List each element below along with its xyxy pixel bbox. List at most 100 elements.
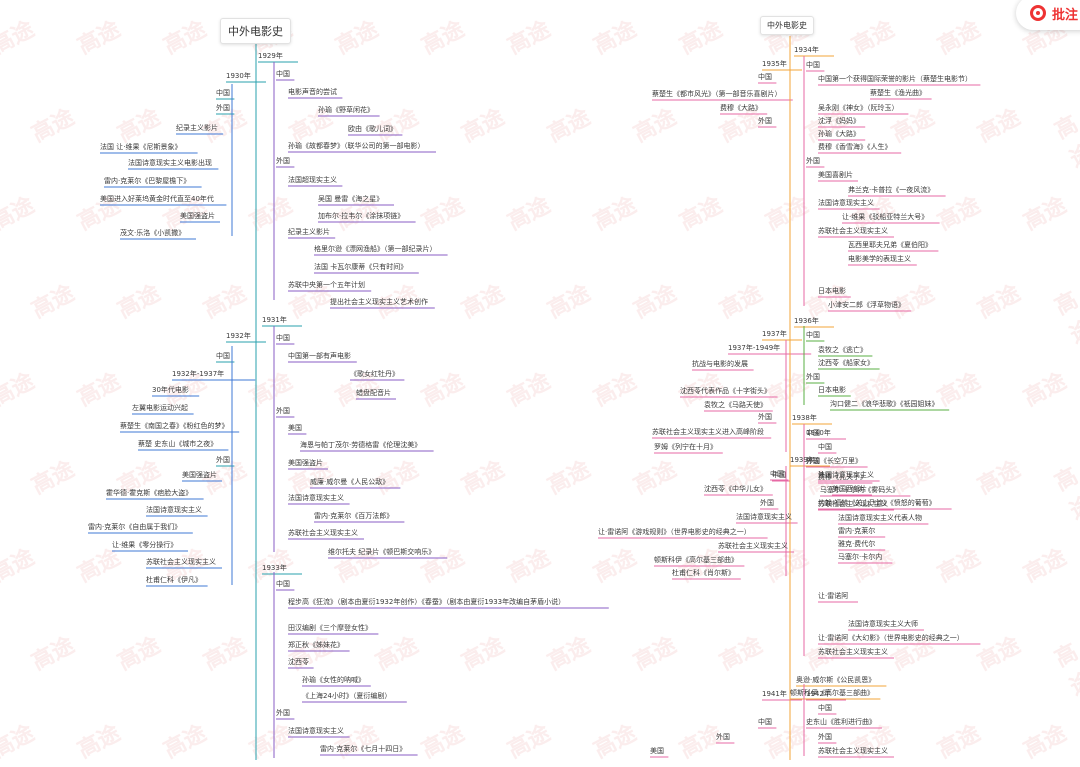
left-node[interactable]: 孙瑜《野草闲花》 (318, 106, 374, 114)
right-node[interactable]: 让·雷诺阿 (818, 592, 849, 600)
right-node[interactable]: 孙瑜《大路》 (818, 130, 860, 138)
right-node[interactable]: 瓦西里耶夫兄弟《夏伯阳》 (848, 241, 932, 249)
right-node[interactable]: 中国 (818, 443, 832, 451)
left-node[interactable]: 法国诗意现实主义 (146, 506, 202, 514)
right-node[interactable]: 中国第一个获得国际荣誉的影片（蔡楚生电影节） (818, 75, 972, 83)
right-node[interactable]: 中国 (758, 73, 772, 81)
left-node[interactable]: 法国诗意现实主义 (288, 727, 344, 735)
left-node[interactable]: 中国 (276, 70, 290, 78)
left-node[interactable]: 维尔托夫 纪录片《顿巴斯交响乐》 (328, 548, 436, 556)
right-node[interactable]: 让·维果《驳船亚特兰大号》 (842, 213, 929, 221)
right-node[interactable]: 外国 (758, 117, 772, 125)
left-node[interactable]: 美国强盗片 (182, 471, 217, 479)
right-node[interactable]: 让·雷诺阿《大幻影》（世界电影史的经典之一） (818, 634, 964, 642)
right-node[interactable]: 吴永刚《神女》（阮玲玉） (818, 104, 899, 112)
right-node[interactable]: 费穆《大路》 (720, 104, 762, 112)
left-node[interactable]: 中国 (276, 580, 290, 588)
right-node[interactable]: 美国喜剧片 (818, 171, 853, 179)
right-node[interactable]: 中国 (806, 331, 820, 339)
left-node[interactable]: 沈西苓 (288, 658, 309, 666)
right-node[interactable]: 1937年-1949年 (728, 344, 781, 352)
right-node[interactable]: 日本电影 (818, 287, 846, 295)
left-node[interactable]: 吴国 曼雷《海之星》 (318, 195, 384, 203)
right-node[interactable]: 电影美学的表现主义 (848, 255, 911, 263)
left-node[interactable]: 格里尔逊《漂网渔船》（第一部纪录片） (314, 245, 437, 253)
left-node[interactable]: 1930年 (226, 72, 251, 80)
right-node[interactable]: 奥逊·威尔斯《公民凯恩》 (796, 676, 876, 684)
right-node[interactable]: 马塞尔·卡尔内 (838, 553, 883, 561)
right-node[interactable]: 日本电影 (818, 386, 846, 394)
right-node[interactable]: 沈西苓代表作品《十字街头》 (680, 387, 771, 395)
right-node[interactable]: 外国 (818, 471, 832, 479)
left-node[interactable]: 雷内·克莱尔《七月十四日》 (320, 745, 407, 753)
right-node[interactable]: 小津安二郎《浮草物语》 (828, 301, 905, 309)
left-node[interactable]: 霍华德·霍克斯《疤脸大盗》 (106, 489, 193, 497)
left-node[interactable]: 让·维果《零分操行》 (112, 541, 178, 549)
left-node[interactable]: 提出社会主义现实主义艺术创作 (330, 298, 428, 306)
left-node[interactable]: 美国强盗片 (180, 212, 215, 220)
right-node[interactable]: 顿斯科伊《高尔基三部曲》 (654, 556, 738, 564)
right-node[interactable]: 外国 (818, 733, 832, 741)
left-node[interactable]: 中国 (216, 352, 230, 360)
right-node[interactable]: 1942年 (806, 690, 831, 698)
left-node[interactable]: 外国 (276, 709, 290, 717)
left-node[interactable]: 杜甫仁科《伊凡》 (146, 576, 202, 584)
left-node[interactable]: 法国 让·维果《尼斯景象》 (100, 143, 182, 151)
right-node[interactable]: 苏联社会主义现实主义 (818, 500, 888, 508)
left-node[interactable]: 中国第一部有声电影 (288, 352, 351, 360)
left-node[interactable]: 法国诗意现实主义电影出现 (128, 159, 212, 167)
left-node[interactable]: 雷内·克莱尔《巴黎屋檐下》 (104, 177, 191, 185)
left-node[interactable]: 威廉·威尔曼《人民公敌》 (310, 478, 390, 486)
right-node[interactable]: 外国 (760, 499, 774, 507)
left-node[interactable]: 法国 卡瓦尔康蒂《只有时间》 (314, 263, 408, 271)
right-node[interactable]: 蔡楚生《都市风光》（第一部音乐喜剧片） (652, 90, 782, 98)
right-node[interactable]: 中国 (806, 429, 820, 437)
right-node[interactable]: 中国 (806, 61, 820, 69)
left-node[interactable]: 外国 (216, 456, 230, 464)
right-node[interactable]: 外国 (716, 733, 730, 741)
left-node[interactable]: 蔡楚 史东山《城市之夜》 (138, 440, 218, 448)
right-node[interactable]: 1938年 (792, 414, 817, 422)
left-node[interactable]: 郑正秋《姊妹花》 (288, 641, 344, 649)
left-node[interactable]: 加布尔·拉韦尔《涂抹项链》 (318, 212, 405, 220)
right-root-node[interactable]: 中外电影史 (760, 16, 814, 35)
left-node[interactable]: 欧由《歌儿词》 (348, 125, 397, 133)
left-node[interactable]: 《歌女红牡丹》 (350, 370, 399, 378)
right-node[interactable]: 沈浮《妈妈》 (818, 117, 860, 125)
left-node[interactable]: 《上海24小时》（夏衍编剧） (302, 692, 392, 700)
left-node[interactable]: 左翼电影运动兴起 (132, 404, 188, 412)
left-node[interactable]: 纪录主义影片 (176, 124, 218, 132)
right-node[interactable]: 1940年 (806, 429, 831, 437)
left-node[interactable]: 美国强盗片 (288, 459, 323, 467)
right-node[interactable]: 外国 (806, 457, 820, 465)
left-node[interactable]: 美国 (288, 424, 302, 432)
annotate-button[interactable]: 批注 (1016, 0, 1080, 30)
right-node[interactable]: 抗战与电影的发展 (692, 360, 748, 368)
right-node[interactable]: 外国 (806, 373, 820, 381)
right-node[interactable]: 苏联社会主义现实主义 (818, 747, 888, 755)
right-node[interactable]: 沈西苓《中华儿女》 (704, 485, 767, 493)
left-root-node[interactable]: 中外电影史 (220, 18, 291, 44)
left-node[interactable]: 外国 (216, 104, 230, 112)
right-node[interactable]: 马塞尔·卡尔内《雾码头》 (820, 486, 900, 494)
left-node[interactable]: 田汉编剧《三个摩登女性》 (288, 624, 372, 632)
right-node[interactable]: 雷内·克莱尔 (838, 527, 876, 535)
right-node[interactable]: 1941年 (762, 690, 787, 698)
left-node[interactable]: 蜡盘配音片 (356, 389, 391, 397)
right-node[interactable]: 法国诗意现实主义 (818, 199, 874, 207)
right-node[interactable]: 蔡楚生《渔光曲》 (870, 89, 926, 97)
left-node[interactable]: 雷内·克莱尔《百万法郎》 (314, 512, 394, 520)
left-node[interactable]: 蔡楚生《南国之春》《粉红色的梦》 (120, 422, 229, 430)
left-node[interactable]: 1932年 (226, 332, 251, 340)
left-node[interactable]: 法国超现实主义 (288, 176, 337, 184)
right-node[interactable]: 法国诗意现实主义 (736, 513, 792, 521)
left-node[interactable]: 1933年 (262, 564, 287, 572)
left-node[interactable]: 法国诗意现实主义 (288, 494, 344, 502)
right-node[interactable]: 中国 (772, 471, 786, 479)
left-node[interactable]: 雷内·克莱尔《自由属于我们》 (88, 523, 182, 531)
left-node[interactable]: 中国 (216, 89, 230, 97)
left-node[interactable]: 1932年-1937年 (172, 370, 225, 378)
right-node[interactable]: 苏联社会主义现实主义 (718, 542, 788, 550)
left-node[interactable]: 海恩与帕丁茂尔·劳德格雷《伦理沈美》 (300, 441, 422, 449)
right-node[interactable]: 法国诗意现实主义大师 (848, 620, 918, 628)
